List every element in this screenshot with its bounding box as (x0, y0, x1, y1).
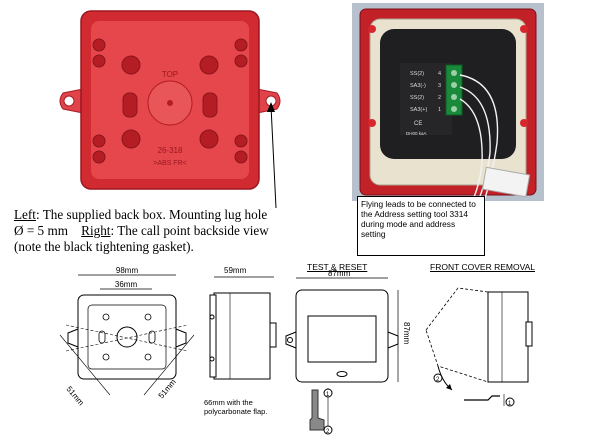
lug-pointer-arrow (267, 102, 277, 209)
call-point-backside-photo: SS(2) SA3(-) SS(2) SA3(+) 4 3 2 1 CE DH0… (352, 3, 544, 201)
front-diag-left-dim: 51mm (64, 385, 85, 408)
caption-gasket-note: (note the black tightening gasket). (14, 239, 194, 254)
caption-hole-size: Ø = 5 mm (14, 223, 68, 238)
terminal-number-1: 1 (438, 107, 441, 113)
terminal-block (445, 64, 463, 116)
front-diag-right-dim: 51mm (157, 377, 178, 400)
front-width-dim: 98mm (116, 266, 139, 275)
terminal-number-2: 2 (438, 95, 441, 101)
cover-step-1: 1 (508, 401, 512, 407)
front-view-drawing: 98mm 36mm 51mm 51mm (59, 266, 195, 408)
test-height-dim: 87mm (402, 322, 410, 345)
side-depth-dim: 59mm (224, 266, 247, 275)
terminal-number-3: 3 (438, 83, 441, 89)
box-top-label: TOP (162, 70, 178, 79)
test-step-1: 1 (326, 392, 330, 398)
test-width-dim: 87mm (328, 270, 351, 278)
box-material: >ABS FR< (153, 160, 186, 167)
ce-mark: CE (414, 121, 422, 127)
cover-step-2: 2 (436, 377, 440, 383)
side-flap-note: 66mm with the polycarbonate flap. (204, 398, 268, 416)
terminal-label-3: SA3(-) (410, 83, 426, 89)
caption-right-text: : The call point backside view (110, 223, 269, 238)
test-reset-title: TEST & RESET (307, 262, 368, 272)
left-mounting-lug (59, 88, 84, 114)
flying-leads-note: Flying leads to be connected to the Addr… (357, 196, 485, 256)
terminal-label-4: SS(2) (410, 71, 424, 77)
right-mounting-lug (256, 88, 281, 114)
test-reset-drawing: 87mm 87mm 1 2 (285, 270, 410, 435)
side-view-drawing: 59mm (209, 266, 277, 380)
caption-right-label: Right (81, 223, 111, 238)
back-box-photo: TOP 26-318 >ABS FR< (59, 10, 281, 190)
terminal-label-1: SA3(+) (410, 107, 427, 113)
pcb-serial: DH00 kaA (406, 131, 427, 136)
figure-caption: Left: The supplied back box. Mounting lu… (14, 207, 339, 255)
box-part-number: 26-318 (158, 146, 183, 155)
terminal-label-2: SS(2) (410, 95, 424, 101)
cover-removal-drawing: 2 1 (425, 287, 533, 407)
cover-removal-title: FRONT COVER REMOVAL (430, 262, 536, 272)
front-inner-dim: 36mm (115, 280, 138, 289)
test-step-2: 2 (326, 429, 330, 435)
caption-left-text: : The supplied back box. Mounting lug ho… (35, 207, 268, 222)
caption-left-label: Left (14, 207, 36, 222)
terminal-number-4: 4 (438, 71, 441, 77)
